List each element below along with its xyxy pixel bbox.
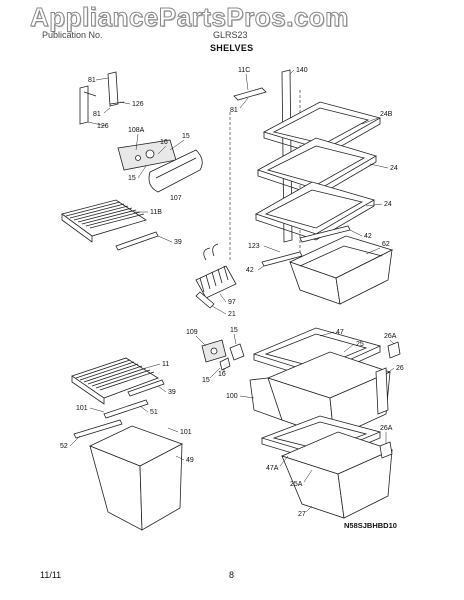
callout-42: 42 — [246, 267, 254, 274]
callout-24b: 24B — [380, 111, 393, 118]
page-title: SHELVES — [210, 43, 254, 53]
drawing-code: N58SJBHBD10 — [344, 521, 397, 530]
callout-81: 81 — [93, 111, 101, 118]
shelf-support-51 — [103, 399, 149, 419]
shelf-trim-39-lower — [127, 379, 165, 397]
callout-123: 123 — [248, 243, 260, 250]
callout-11c: 11C — [238, 67, 250, 74]
callout-25: 25 — [356, 341, 364, 348]
bin-49 — [89, 425, 183, 531]
hinge-bracket-11c — [233, 87, 267, 101]
shelf-support-52 — [73, 419, 123, 439]
drawer-rail-42 — [261, 225, 351, 267]
wire-shelf-11 — [71, 357, 159, 405]
callout-52: 52 — [60, 443, 68, 450]
callout-126: 126 — [97, 123, 109, 130]
callout-24: 24 — [390, 165, 398, 172]
callout-25a: 25A — [290, 481, 303, 488]
model-number: GLRS23 — [213, 30, 248, 40]
shelf-trim-39 — [115, 231, 159, 251]
callout-97: 97 — [228, 299, 236, 306]
callout-11: 11 — [162, 361, 169, 368]
callout-15: 15 — [128, 175, 136, 182]
shelf-24-upper — [257, 137, 377, 197]
callout-126: 126 — [132, 101, 144, 108]
callout-11b: 11B — [150, 209, 162, 216]
footer-date: 11/11 — [40, 570, 62, 580]
callout-47: 47 — [336, 329, 344, 336]
drawer-62 — [288, 235, 394, 305]
callout-26: 26 — [396, 365, 404, 372]
bracket-126 — [79, 71, 125, 125]
callout-16: 16 — [218, 371, 226, 378]
damper-assembly-97 — [195, 243, 237, 309]
callout-81: 81 — [230, 107, 238, 114]
callout-26a: 26A — [380, 425, 393, 432]
slide-26a-lower — [379, 441, 393, 459]
callout-15: 15 — [182, 133, 190, 140]
shelf-24-lower — [255, 181, 376, 241]
wire-shelf-11b — [61, 199, 147, 243]
callout-39: 39 — [174, 239, 182, 246]
callout-62: 62 — [382, 241, 390, 248]
publication-label: Publication No. — [42, 30, 103, 40]
callout-39: 39 — [168, 389, 176, 396]
slide-26 — [375, 367, 389, 415]
callout-109: 109 — [186, 329, 198, 336]
callout-24: 24 — [384, 201, 392, 208]
callout-27: 27 — [298, 511, 306, 518]
callout-15: 15 — [230, 327, 238, 334]
callout-51: 51 — [150, 409, 158, 416]
callout-47a: 47A — [266, 465, 279, 472]
callout-101: 101 — [180, 429, 192, 436]
callout-140: 140 — [296, 67, 308, 74]
crisper-pan-27 — [280, 431, 394, 519]
watermark: AppliancePartsPros.com — [30, 2, 349, 33]
callout-108a: 108A — [128, 127, 145, 134]
callout-42: 42 — [364, 233, 372, 240]
page-number: 8 — [229, 570, 235, 580]
callout-100: 100 — [226, 393, 238, 400]
callout-107: 107 — [170, 195, 182, 202]
callout-101: 101 — [76, 405, 88, 412]
callout-15: 15 — [202, 377, 210, 384]
callout-26a: 26A — [384, 333, 397, 340]
callout-49: 49 — [186, 457, 194, 464]
callout-21: 21 — [228, 311, 236, 318]
callout-16: 16 — [160, 139, 168, 146]
light-socket-109 — [201, 339, 245, 371]
callout-81: 81 — [88, 77, 96, 84]
light-lens-107 — [148, 149, 203, 193]
slide-26a-upper — [387, 341, 401, 359]
